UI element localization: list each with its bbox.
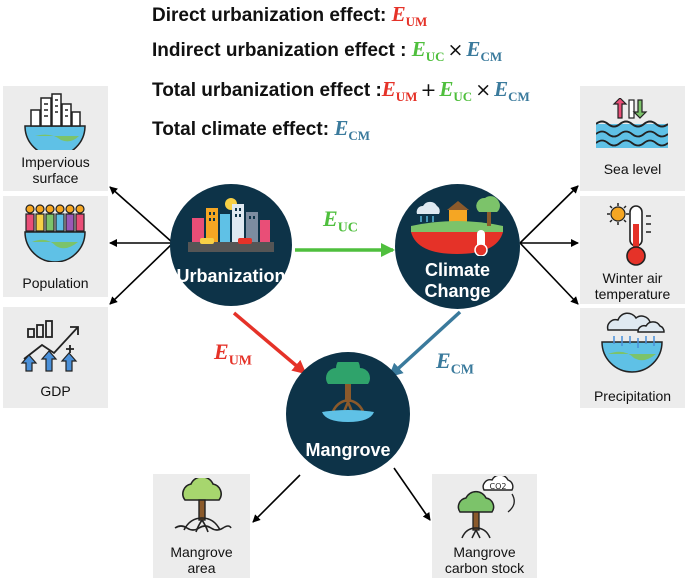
indirect-effect-label: Indirect urbanization effect: [152, 40, 395, 61]
direct-effect-equation: Direct urbanization effect: EUM: [152, 2, 428, 30]
sea-level-label: Sea level: [603, 161, 662, 177]
e-um-symbol: EUM: [391, 2, 428, 30]
gdp-label: GDP: [40, 383, 71, 399]
winter-label-line2: temperature: [594, 286, 671, 302]
gdp-growth-icon: [20, 320, 79, 372]
population-card: Population: [3, 196, 108, 297]
right-fan-arrows: [519, 185, 579, 305]
e-cm-arrow-label: ECM: [436, 348, 475, 378]
total-urbanization-equation: Total urbanization effect :EUM+EUC×ECM: [152, 77, 530, 105]
climate-change-node: Climate Change: [395, 184, 520, 309]
mangrove-tree-icon: [174, 478, 232, 533]
mangrove-carbon-label-line2: carbon stock: [444, 560, 525, 576]
climate-icon: [411, 196, 503, 256]
winter-label-line1: Winter air: [602, 270, 663, 286]
impervious-label-line1: Impervious: [21, 154, 90, 170]
e-um-arrow-label: EUM: [214, 339, 253, 369]
sea-level-card: Sea level: [580, 86, 685, 191]
urbanization-node: Urbanization: [170, 184, 292, 306]
precipitation-label: Precipitation: [593, 388, 672, 404]
e-uc-symbol: EUC: [411, 37, 445, 65]
mangrove-carbon-label-line1: Mangrove: [453, 544, 516, 560]
impervious-label-line2: surface: [32, 170, 79, 186]
winter-temperature-card: Winter air temperature: [580, 196, 685, 304]
climate-label-line1: Climate: [424, 260, 491, 280]
mangrove-label: Mangrove: [305, 440, 391, 460]
mangrove-area-card: Mangrove area: [153, 474, 250, 578]
mangrove-area-label-line1: Mangrove: [170, 544, 233, 560]
city-globe-icon: [24, 93, 86, 150]
rain-globe-icon: [601, 312, 665, 373]
total-climate-label: Total climate effect:: [152, 119, 330, 140]
impervious-surface-card: Impervious surface: [3, 86, 108, 191]
mangrove-icon: [322, 362, 374, 422]
thermometer-icon: [607, 203, 651, 266]
e-cm-symbol: ECM: [466, 37, 503, 65]
carbon-tree-icon: CO2: [457, 476, 515, 539]
co2-text: CO2: [490, 482, 507, 491]
city-icon: [188, 198, 274, 252]
population-globe-icon: [24, 204, 86, 262]
e-uc-arrow-label: EUC: [323, 206, 358, 236]
precipitation-card: Precipitation: [580, 308, 685, 408]
urbanization-label: Urbanization: [176, 266, 286, 286]
direct-effect-label: Direct urbanization effect: [152, 5, 381, 26]
total-urbanization-label: Total urbanization effect: [152, 80, 371, 101]
climate-label-line2: Change: [424, 281, 491, 301]
cm-effect-arrow: [388, 310, 462, 378]
bottom-arrows: [252, 467, 431, 523]
population-label: Population: [22, 275, 89, 291]
left-fan-arrows: [109, 186, 174, 305]
mangrove-carbon-card: CO2 Mangrove carbon stock: [432, 474, 537, 578]
mangrove-area-label-line2: area: [187, 560, 216, 576]
um-effect-arrow: [232, 311, 307, 375]
total-climate-equation: Total climate effect: ECM: [152, 116, 370, 144]
indirect-effect-equation: Indirect urbanization effect : EUC×ECM: [152, 37, 503, 65]
mangrove-node: Mangrove: [286, 352, 410, 476]
gdp-card: GDP: [3, 307, 108, 408]
sea-level-icon: [596, 98, 668, 148]
